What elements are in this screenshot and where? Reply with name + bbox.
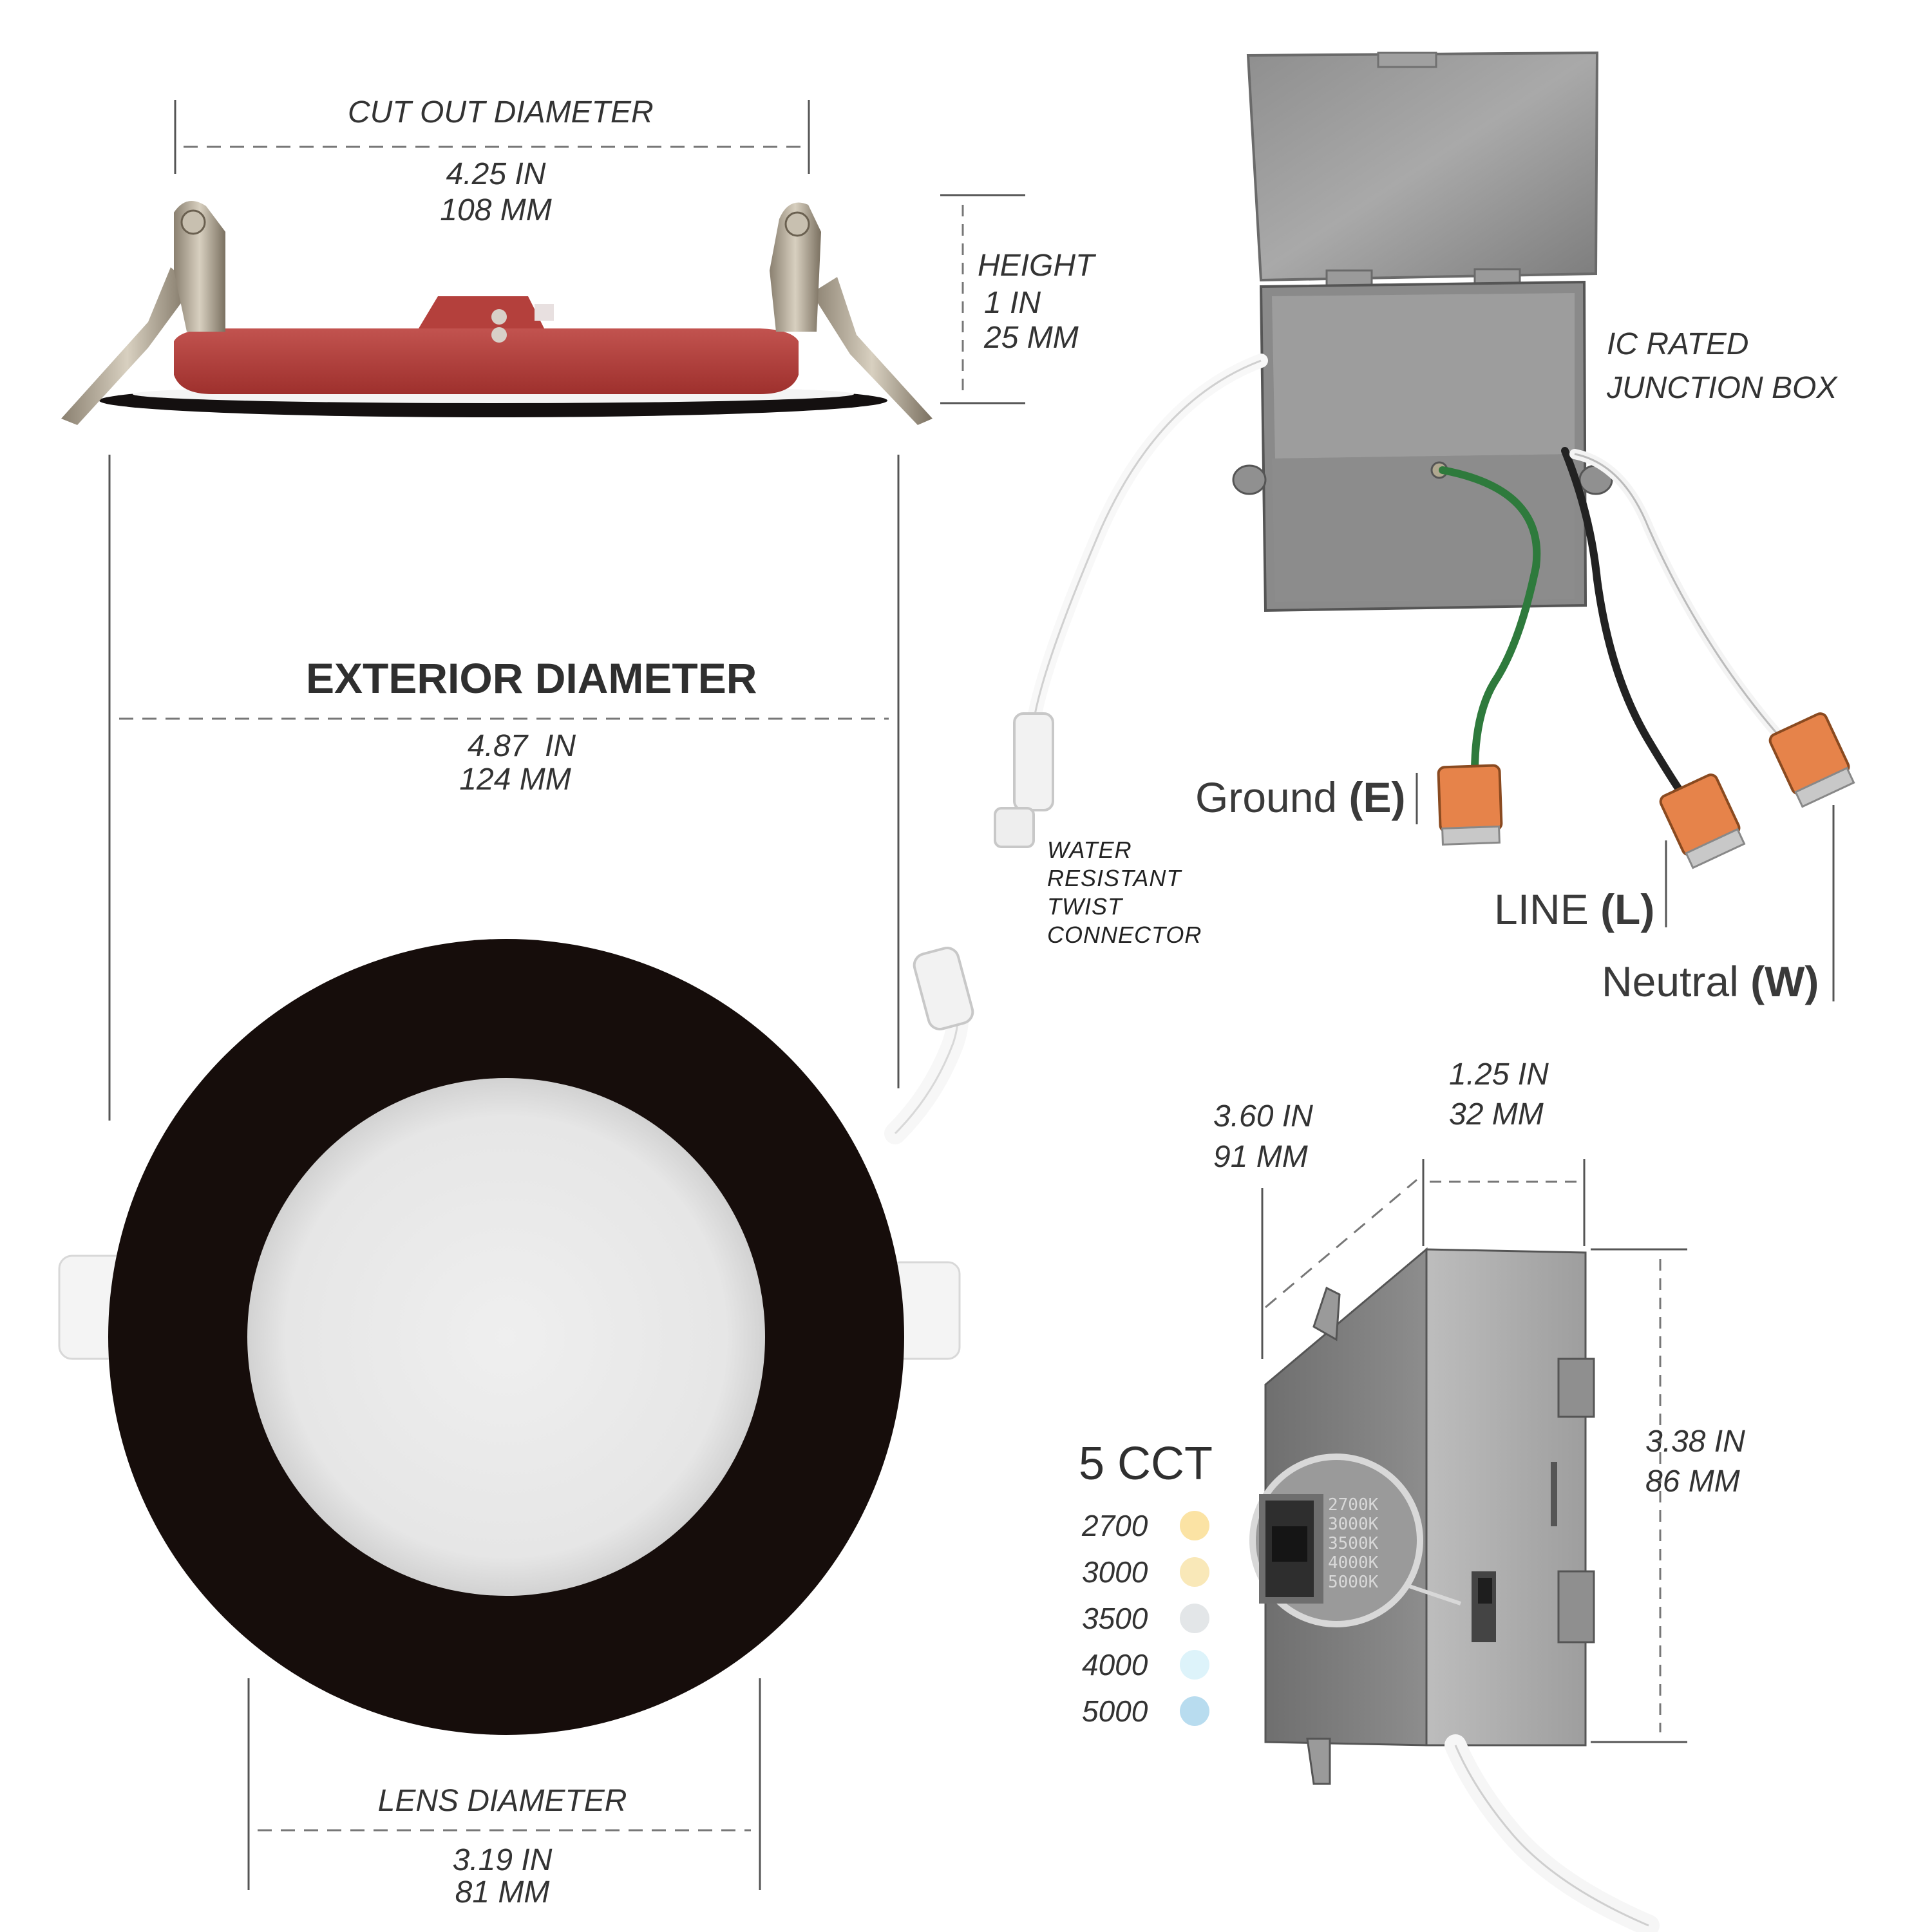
cct-option-4000: 4000	[1082, 1647, 1209, 1682]
line-label: LINE (L)	[1494, 885, 1654, 934]
junction-box-closed	[1249, 1159, 1687, 1932]
cct-value: 3500	[1082, 1602, 1148, 1635]
switch-mark-2700: 2700K	[1328, 1495, 1379, 1515]
lens-in: 3.19 IN	[452, 1843, 553, 1877]
junction-box-line1: IC RATED	[1607, 327, 1749, 361]
side-view-light	[61, 100, 1025, 425]
height-label: HEIGHT	[978, 249, 1095, 283]
connector-line2: RESISTANT	[1047, 865, 1182, 891]
ground-label: Ground (E)	[1195, 773, 1405, 822]
lens-dimension-lines	[247, 1678, 761, 1890]
cct-option-3000: 3000	[1082, 1555, 1209, 1589]
line-code: (L)	[1600, 886, 1655, 933]
connector-line3: TWIST	[1047, 893, 1122, 920]
cct-option-5000: 5000	[1082, 1694, 1209, 1728]
cutout-in: 4.25 IN	[446, 157, 546, 191]
cct-option-2700: 2700	[1082, 1508, 1209, 1543]
ground-code: (E)	[1349, 773, 1406, 821]
neutral-name: Neutral	[1602, 958, 1739, 1005]
box-height-in: 3.38 IN	[1645, 1425, 1745, 1459]
cct-value: 3000	[1082, 1555, 1148, 1589]
front-view-light	[58, 939, 974, 1735]
cct-color-swatch	[1180, 1650, 1209, 1680]
box-height-mm: 86 MM	[1645, 1464, 1740, 1499]
cct-value: 2700	[1082, 1509, 1148, 1542]
connector-line1: WATER	[1047, 837, 1132, 863]
cutout-label: CUT OUT DIAMETER	[348, 95, 654, 129]
connector-line4: CONNECTOR	[1047, 922, 1202, 948]
cct-option-3500: 3500	[1082, 1601, 1209, 1636]
neutral-code: (W)	[1750, 958, 1819, 1005]
junction-box-line2: JUNCTION BOX	[1607, 371, 1837, 405]
switch-mark-4000: 4000K	[1328, 1553, 1379, 1573]
switch-mark-3000: 3000K	[1328, 1515, 1379, 1534]
box-width-in: 1.25 IN	[1449, 1057, 1549, 1092]
exterior-dimension-lines	[108, 455, 900, 1121]
cct-value: 4000	[1082, 1648, 1148, 1681]
cct-title: 5 CCT	[1079, 1438, 1213, 1490]
cutout-mm: 108 MM	[440, 193, 552, 227]
height-mm: 25 MM	[984, 321, 1079, 355]
cct-color-swatch	[1180, 1511, 1209, 1540]
exterior-label: EXTERIOR DIAMETER	[306, 654, 757, 702]
cct-color-swatch	[1180, 1604, 1209, 1633]
ground-name: Ground	[1195, 773, 1338, 821]
lens-label: LENS DIAMETER	[377, 1784, 627, 1818]
exterior-in: 4.87 IN	[467, 729, 576, 763]
switch-mark-5000: 5000K	[1328, 1573, 1379, 1592]
cct-color-swatch	[1180, 1696, 1209, 1726]
junction-box-open	[994, 51, 1855, 1001]
cct-color-swatch	[1180, 1557, 1209, 1587]
box-depth-mm: 91 MM	[1213, 1140, 1308, 1174]
neutral-label: Neutral (W)	[1602, 957, 1819, 1006]
switch-mark-3500: 3500K	[1328, 1534, 1379, 1553]
exterior-mm: 124 MM	[459, 762, 571, 797]
box-width-mm: 32 MM	[1449, 1097, 1544, 1132]
line-name: LINE	[1494, 886, 1589, 933]
lens-mm: 81 MM	[455, 1875, 550, 1909]
height-in: 1 IN	[984, 286, 1041, 320]
box-depth-in: 3.60 IN	[1213, 1099, 1313, 1133]
cct-value: 5000	[1082, 1694, 1148, 1728]
